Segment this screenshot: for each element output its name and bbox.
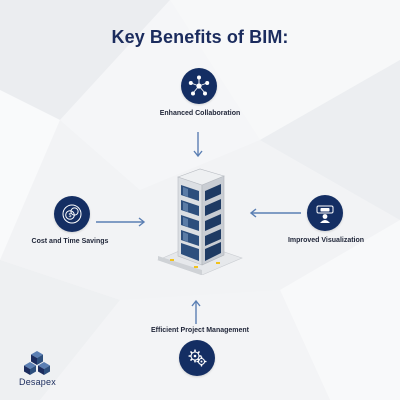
vr-headset-person-icon: [316, 205, 334, 223]
efficient-project-management-badge: [179, 340, 215, 376]
improved-visualization-label: Improved Visualization: [287, 237, 365, 244]
enhanced-collaboration-badge: [181, 68, 217, 104]
cost-time-savings-badge: $: [54, 196, 90, 232]
svg-text:$: $: [69, 213, 72, 219]
improved-visualization-badge: [307, 195, 343, 231]
cost-time-savings-label: Cost and Time Savings: [31, 238, 109, 245]
arrow-left-icon: [249, 208, 301, 218]
efficient-project-management-label: Efficient Project Management: [150, 327, 250, 334]
coins-clock-icon: $: [62, 204, 82, 224]
arrow-up-icon: [191, 299, 201, 324]
arrow-right-icon: [96, 217, 146, 227]
building-illustration: [157, 168, 243, 275]
brand-name: Desapex: [19, 377, 56, 387]
gears-management-icon: [188, 349, 207, 367]
enhanced-collaboration-label: Enhanced Collaboration: [159, 110, 241, 117]
collaboration-network-icon: [188, 75, 210, 96]
arrow-down-icon: [193, 132, 203, 158]
page-title: Key Benefits of BIM:: [111, 27, 289, 47]
desapex-cubes-logo: [24, 351, 50, 375]
